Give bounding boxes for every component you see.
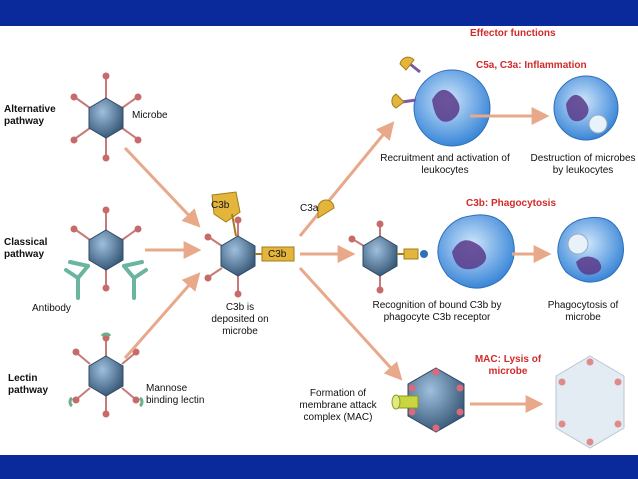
microbe-alternative <box>70 72 142 162</box>
alternative-pathway-label: Alternative pathway <box>4 104 56 127</box>
inflammation-title: C5a, C3a: Inflammation <box>476 60 587 71</box>
microbe-label: Microbe <box>132 110 168 121</box>
recruitment-caption: Recruitment and activation of leukocytes <box>380 153 510 176</box>
lectin-pathway-label: Lectin pathway <box>8 373 49 396</box>
c3b-cleaved-label: C3b <box>268 249 287 260</box>
c3b-bound-label: C3b <box>211 200 230 211</box>
mannose-binding-lectin-label: Mannose binding lectin <box>146 383 205 406</box>
c3a-label: C3a <box>300 203 319 214</box>
arrow-to-inflammation <box>298 121 395 237</box>
mac-microbe <box>391 367 465 433</box>
microbe-center <box>204 191 295 298</box>
phagocytosis-title: C3b: Phagocytosis <box>466 198 557 209</box>
leukocyte-recruitment <box>391 56 491 147</box>
antibody-label: Antibody <box>32 303 71 314</box>
phagocytosis-caption: Phagocytosis of microbe <box>547 300 619 323</box>
c3a-icon <box>317 199 335 219</box>
microbe-classical <box>70 206 142 292</box>
effector-functions-title: Effector functions <box>470 28 556 39</box>
microbe-lectin <box>68 332 144 418</box>
bottom-banner <box>0 455 638 479</box>
arrow-alternative <box>123 146 201 228</box>
antibody-left-icon <box>64 260 90 300</box>
phagocyte-cell <box>420 214 515 289</box>
mac-formation-caption: Formation of membrane attack complex (MA… <box>299 388 377 423</box>
phagocytosis-cell <box>557 216 624 283</box>
lysed-microbe <box>555 355 625 449</box>
arrow-to-mac <box>298 266 403 381</box>
arrow-lectin <box>123 272 201 359</box>
top-banner <box>0 0 638 26</box>
antibody-right-icon <box>122 260 148 300</box>
recognition-caption: Recognition of bound C3b by phagocyte C3… <box>372 300 502 323</box>
microbe-recognition <box>348 220 419 294</box>
destruction-caption: Destruction of microbes by leukocytes <box>530 153 636 176</box>
mac-title: MAC: Lysis of microbe <box>474 354 542 377</box>
classical-pathway-label: Classical pathway <box>4 237 48 260</box>
leukocyte-destruction <box>553 75 619 141</box>
c3b-deposited-caption: C3b is deposited on microbe <box>211 302 269 337</box>
